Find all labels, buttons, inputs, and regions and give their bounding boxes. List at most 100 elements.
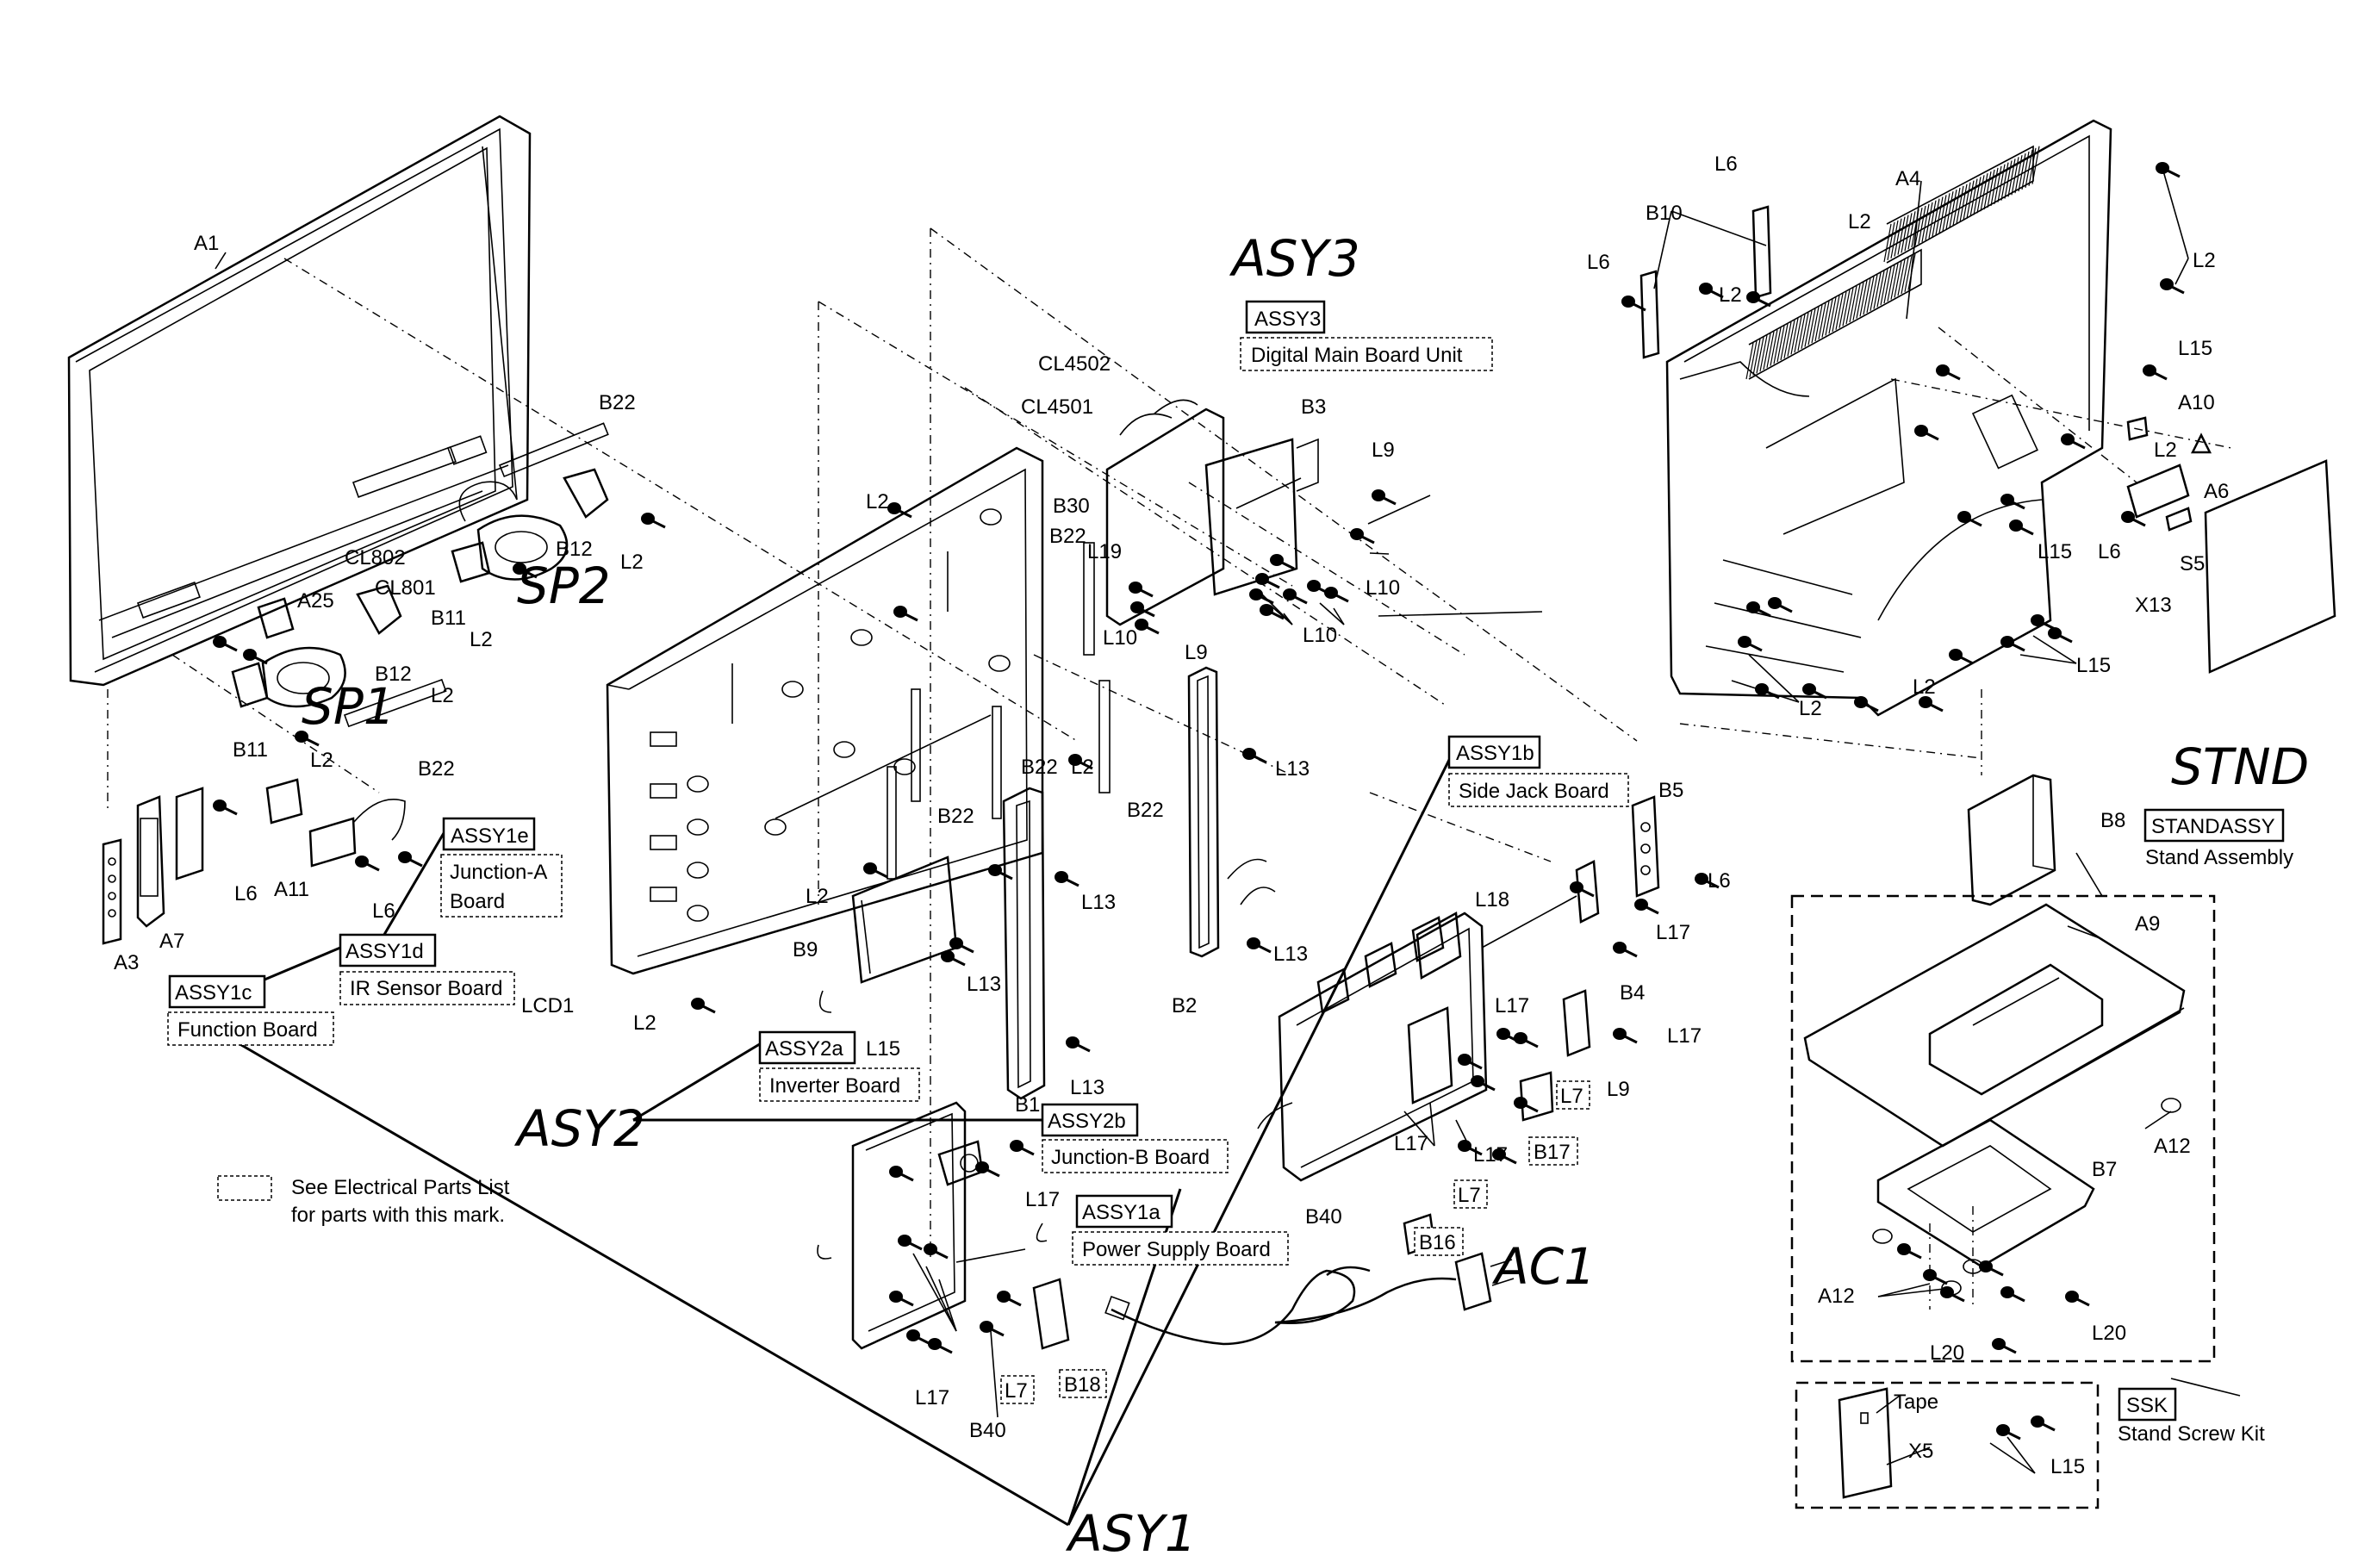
label-l2-j: L2 — [1719, 283, 1742, 307]
label-l15-b: L15 — [2178, 337, 2212, 360]
assembly-callouts: ASSY3 Digital Main Board Unit ASSY1b Sid… — [167, 300, 2293, 1446]
label-l2-l: L2 — [2154, 439, 2177, 462]
screw — [1923, 1269, 1948, 1285]
inverter-board-b9 — [818, 856, 958, 1013]
hw-stnd: STND — [2171, 737, 2309, 796]
screw — [1613, 1028, 1638, 1044]
hw-asy1: ASY1 — [1065, 1504, 1197, 1563]
screw — [1621, 296, 1646, 312]
screw — [1949, 649, 1974, 665]
screw — [2065, 1291, 2090, 1307]
label-l2-i: L2 — [1848, 210, 1871, 233]
screw — [2031, 1416, 2056, 1432]
label-a25: A25 — [297, 589, 334, 613]
screw — [1897, 1243, 1922, 1260]
label-l17-a: L17 — [1025, 1188, 1060, 1211]
label-l17-e: L17 — [1495, 994, 1529, 1017]
screw — [2143, 364, 2168, 381]
screw — [2048, 627, 2073, 644]
power-supply-board — [1257, 795, 1660, 1255]
legend-line-1: See Electrical Parts List — [291, 1176, 510, 1199]
label-l2-e: L2 — [633, 1011, 656, 1035]
assy2b-name: Junction-B Board — [1051, 1146, 1210, 1169]
legend-line-2: for parts with this mark. — [291, 1204, 505, 1227]
screw — [1135, 619, 1160, 635]
label-l6-f: L6 — [2098, 540, 2121, 563]
label-l9-b: L9 — [1185, 641, 1208, 664]
label-b22-mid: B22 — [418, 757, 455, 781]
label-a10: A10 — [2178, 391, 2215, 414]
screw — [1979, 1260, 2004, 1277]
screw — [355, 856, 380, 872]
screw — [1249, 588, 1274, 605]
screw — [889, 1291, 914, 1307]
legend-dotted-mark — [217, 1175, 272, 1201]
label-l2-h: L2 — [806, 885, 829, 908]
assy3-code: ASSY3 — [1254, 308, 1321, 331]
speakers — [231, 468, 609, 708]
left-small-boards — [102, 778, 406, 945]
label-b11-a: B11 — [431, 607, 466, 630]
label-x5: X5 — [1908, 1440, 1933, 1463]
screw — [924, 1243, 949, 1260]
screw — [1634, 899, 1659, 915]
hw-asy2: ASY2 — [513, 1099, 645, 1158]
screw — [1270, 554, 1295, 570]
assy2b-code: ASSY2b — [1048, 1110, 1126, 1133]
b22-strips — [343, 422, 1111, 880]
screw — [980, 1321, 1005, 1337]
stand-parts — [1803, 774, 2186, 1296]
label-l7-c: L7 — [1560, 1085, 1583, 1108]
screw — [988, 864, 1013, 880]
lcd-panel-chassis-lcd1 — [606, 446, 1044, 975]
assy1a-code: ASSY1a — [1082, 1201, 1160, 1224]
label-b10: B10 — [1646, 202, 1683, 225]
screw — [1936, 364, 1961, 381]
label-b4: B4 — [1620, 981, 1645, 1005]
assy1b-name: Side Jack Board — [1459, 780, 1609, 803]
label-tape: Tape — [1894, 1391, 1938, 1414]
screw — [1471, 1075, 1496, 1092]
screw — [889, 1166, 914, 1182]
label-l17-d: L17 — [1473, 1143, 1508, 1167]
screw — [1247, 937, 1272, 954]
label-a7: A7 — [159, 930, 184, 953]
screw — [2160, 278, 2185, 295]
label-b22-e: B22 — [1127, 799, 1164, 822]
screw — [1992, 1338, 2017, 1354]
screw — [1492, 1148, 1517, 1165]
brackets-b1-b2 — [1002, 666, 1276, 1100]
screw — [1514, 1032, 1539, 1048]
screw — [1010, 1140, 1035, 1156]
assy1c-name: Function Board — [177, 1018, 318, 1042]
screw — [941, 950, 966, 967]
label-a12-a: A12 — [2154, 1135, 2191, 1158]
label-b17: B17 — [1534, 1141, 1571, 1164]
screw — [1260, 604, 1285, 620]
assy1e-name-line1: Junction-A — [450, 861, 547, 884]
label-l2-k: L2 — [2193, 249, 2216, 272]
label-l13-b: L13 — [1081, 891, 1116, 914]
standassy-name: Stand Assembly — [2145, 846, 2293, 869]
label-l17-c: L17 — [1394, 1132, 1428, 1155]
assy1a-name: Power Supply Board — [1082, 1238, 1271, 1261]
label-cl4501: CL4501 — [1021, 395, 1093, 419]
screw — [1738, 636, 1763, 652]
screw — [1570, 881, 1595, 898]
screw — [1055, 871, 1079, 887]
screw — [1996, 1424, 2021, 1440]
label-l17-f: L17 — [1667, 1024, 1702, 1048]
label-l2-m: L2 — [1913, 675, 1936, 699]
label-b9: B9 — [793, 938, 818, 961]
assy1c-code: ASSY1c — [175, 981, 252, 1005]
screw — [2156, 162, 2181, 178]
screw — [2000, 636, 2025, 652]
label-b8: B8 — [2100, 809, 2125, 832]
label-l7-a: L7 — [1005, 1379, 1028, 1403]
screws — [213, 162, 2185, 1440]
screw — [398, 851, 423, 868]
screw — [949, 937, 974, 954]
screw — [997, 1291, 1022, 1307]
screw — [1129, 582, 1154, 598]
